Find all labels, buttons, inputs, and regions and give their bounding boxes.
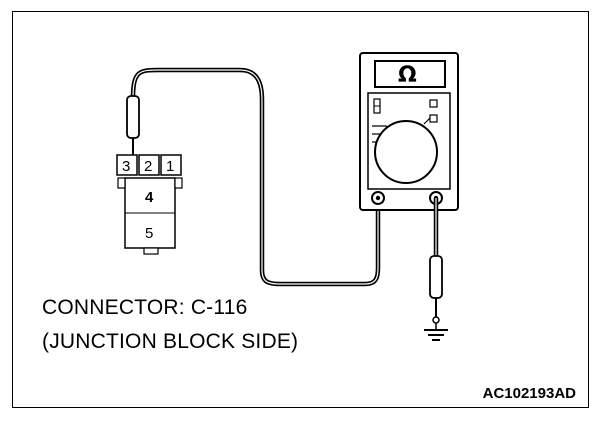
test-probe-icon (126, 95, 140, 158)
multimeter-icon: Ω (359, 52, 459, 211)
pin-1-label: 1 (166, 158, 174, 175)
ground-symbol-icon (424, 316, 448, 341)
connector-side-caption: (JUNCTION BLOCK SIDE) (42, 330, 299, 353)
ohm-symbol: Ω (398, 63, 417, 88)
pin-2-label: 2 (144, 158, 152, 175)
ground-lead (429, 198, 443, 318)
connector-c116: 3 2 1 4 5 (116, 154, 183, 255)
pin-4-label: 4 (145, 189, 154, 206)
pin-5-label: 5 (145, 225, 153, 242)
figure-code: AC102193AD (482, 385, 576, 402)
diagram-frame (12, 11, 589, 408)
connector-caption: CONNECTOR: C-116 (42, 296, 248, 319)
pin-3-label: 3 (122, 158, 130, 175)
test-lead-wire (130, 67, 381, 287)
